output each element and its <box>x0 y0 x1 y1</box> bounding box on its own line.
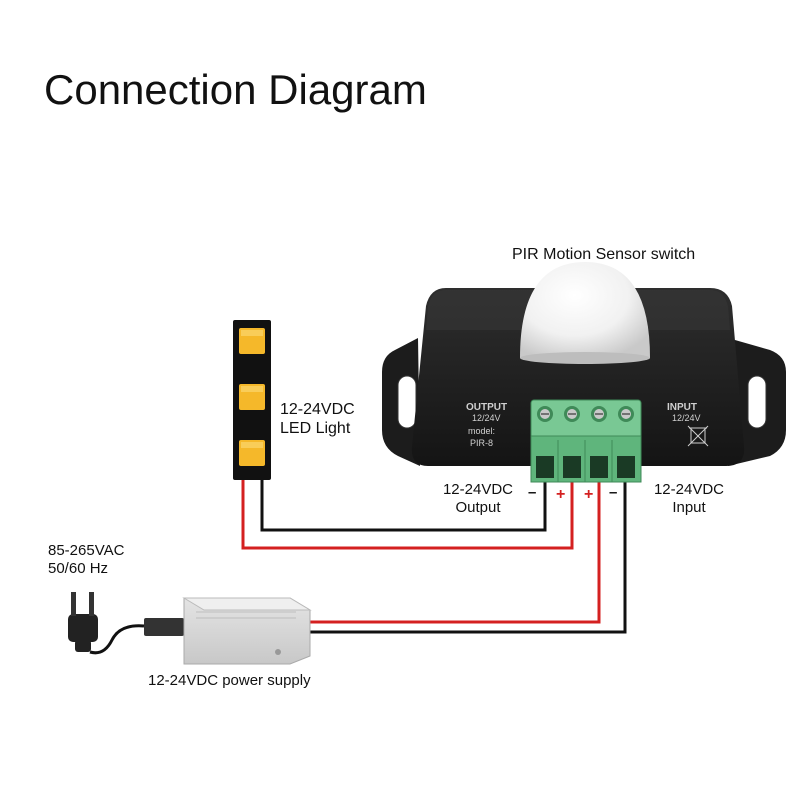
sensor-name-label: PIR Motion Sensor switch <box>512 246 696 263</box>
model-number-print: PIR-8 <box>470 438 493 448</box>
output-voltage: 12-24VDC <box>442 481 514 498</box>
sensor-body <box>411 288 745 466</box>
wires <box>241 478 627 634</box>
terminal-openings <box>536 456 635 478</box>
pir-sensor-device: OUTPUT 12/24V model: PIR-8 INPUT 12/24V <box>382 262 786 466</box>
power-supply-unit <box>144 597 312 665</box>
weee-bin-icon <box>687 425 709 447</box>
power-supply-label: 12-24VDC power supply <box>148 672 311 689</box>
led-name: LED Light <box>280 420 351 437</box>
model-print: model: <box>468 426 495 436</box>
mains-frequency: 50/60 Hz <box>48 560 109 577</box>
psu-red-wire <box>304 482 601 624</box>
input-print: INPUT <box>667 402 697 413</box>
led-black-wire <box>260 478 547 532</box>
led-voltage: 12-24VDC <box>280 401 355 418</box>
page-title: Connection Diagram <box>44 66 427 113</box>
led-strip <box>233 320 271 480</box>
mains-voltage: 85-265VAC <box>48 542 125 559</box>
input-voltage: 12-24VDC <box>653 481 725 498</box>
mains-label: 85-265VAC 50/60 Hz <box>48 542 124 578</box>
ac-cord <box>89 624 145 655</box>
output-voltage-print: 12/24V <box>472 413 501 423</box>
input-positive-sign: + <box>584 486 593 503</box>
terminal-block <box>530 399 642 483</box>
output-terminal-label: 12-24VDC Output <box>436 481 520 517</box>
led-red-wire <box>241 478 574 550</box>
output-name: Output <box>455 499 501 516</box>
output-print: OUTPUT <box>466 402 507 413</box>
output-positive-sign: + <box>556 486 565 503</box>
pir-dome <box>520 262 650 358</box>
input-negative-sign: – <box>609 484 617 501</box>
input-name: Input <box>672 499 706 516</box>
ac-plug-icon <box>68 592 145 655</box>
led-light-label: 12-24VDC LED Light <box>280 400 355 438</box>
terminal-screws <box>537 406 634 422</box>
output-negative-sign: – <box>528 484 536 501</box>
input-terminal-label: 12-24VDC Input <box>646 481 732 517</box>
input-voltage-print: 12/24V <box>672 413 701 423</box>
psu-black-wire <box>304 482 627 634</box>
